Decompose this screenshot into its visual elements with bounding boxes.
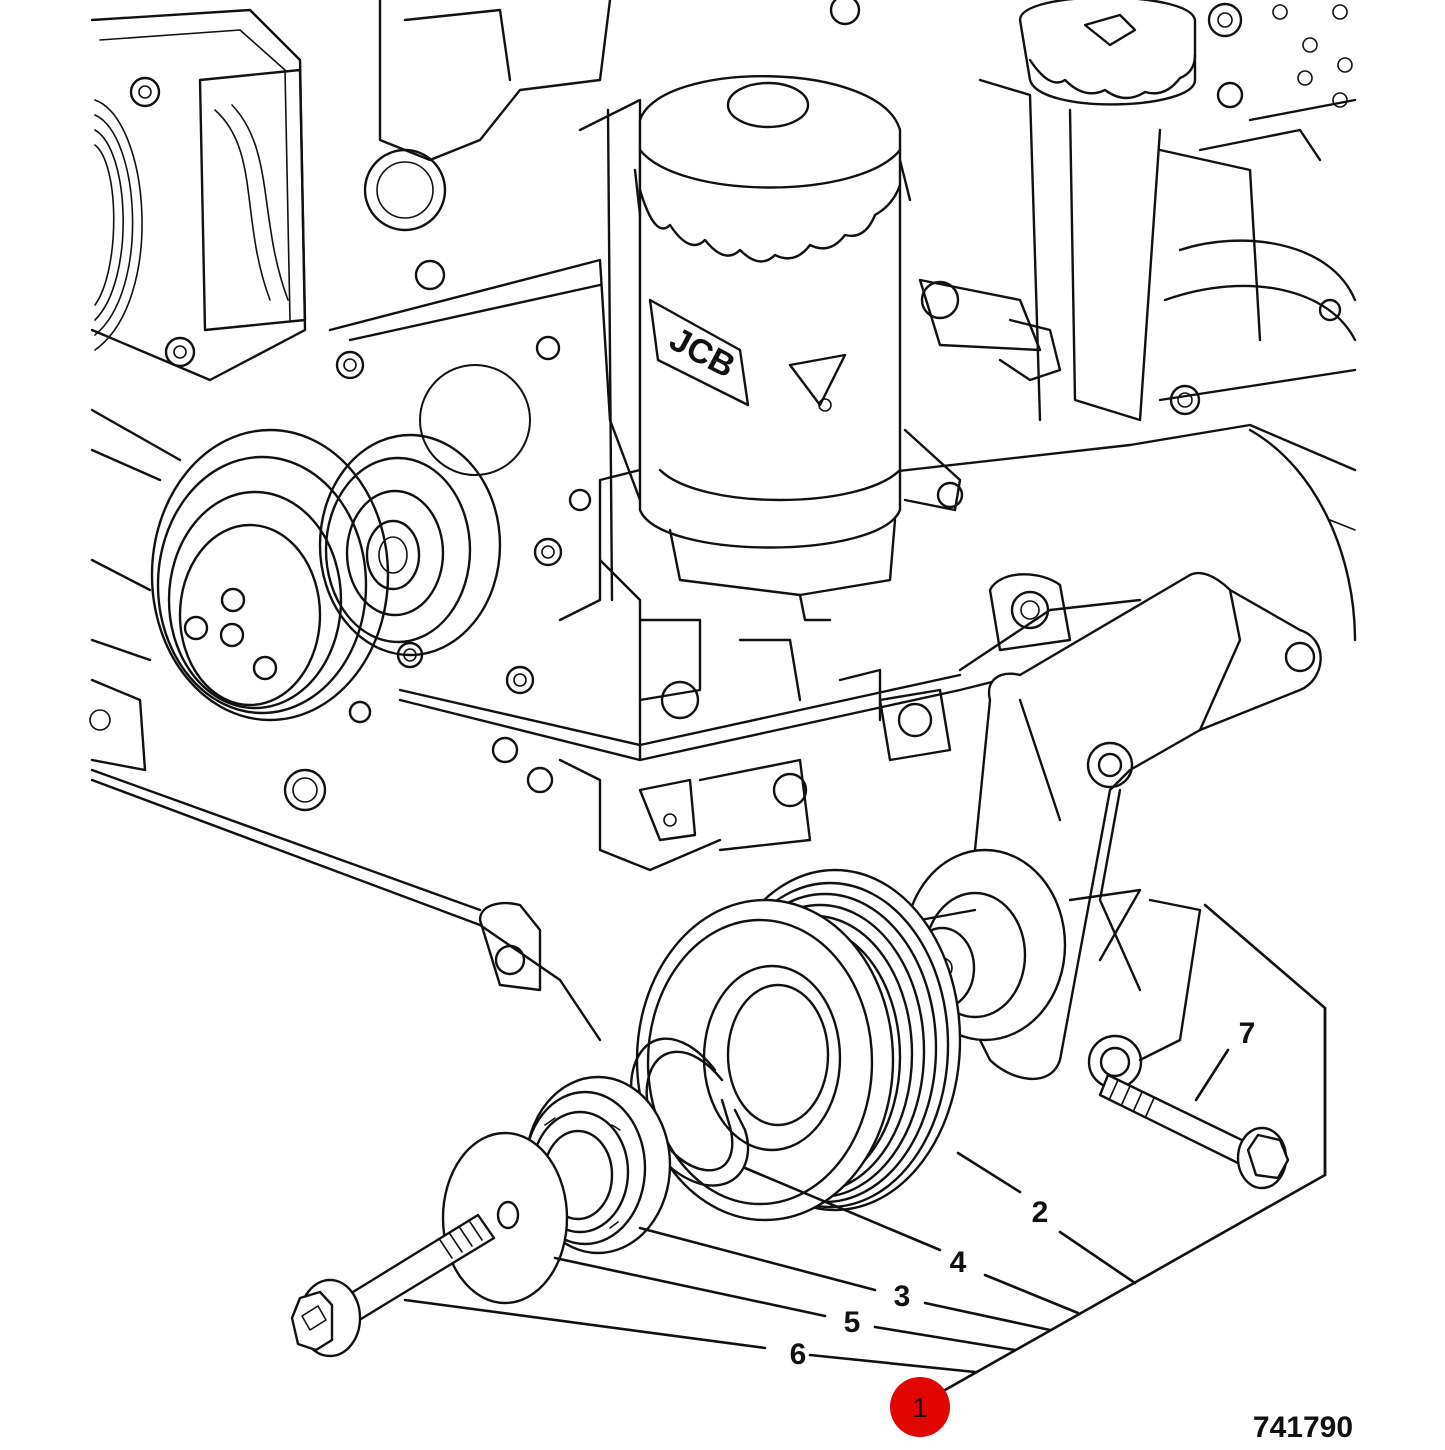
callout-3-label[interactable]: 3 (894, 1280, 911, 1313)
oil-filler-cap (978, 0, 1357, 422)
water-pump-pulley (150, 428, 390, 722)
callout-5-label[interactable]: 5 (844, 1306, 861, 1339)
callout-1-marker[interactable] (890, 1377, 950, 1437)
drawing-number: 741790 (1253, 1411, 1353, 1444)
leader-lines (403, 903, 1327, 1392)
pulley-bolt (290, 1213, 496, 1358)
callout-labels: 1 2 3 4 5 6 7 (790, 1017, 1256, 1437)
washer (441, 1131, 569, 1305)
callout-2-label[interactable]: 2 (1032, 1196, 1049, 1229)
callout-4-label[interactable]: 4 (950, 1246, 967, 1279)
bracket-bolt (1098, 1073, 1290, 1190)
crankshaft-pulley (635, 868, 962, 1222)
callout-7-label[interactable]: 7 (1239, 1017, 1256, 1050)
fuel-filter: JCB (558, 74, 1062, 622)
callout-6-label[interactable]: 6 (790, 1338, 807, 1371)
callout-1-label: 1 (912, 1392, 928, 1423)
idler-pulley (318, 364, 531, 657)
